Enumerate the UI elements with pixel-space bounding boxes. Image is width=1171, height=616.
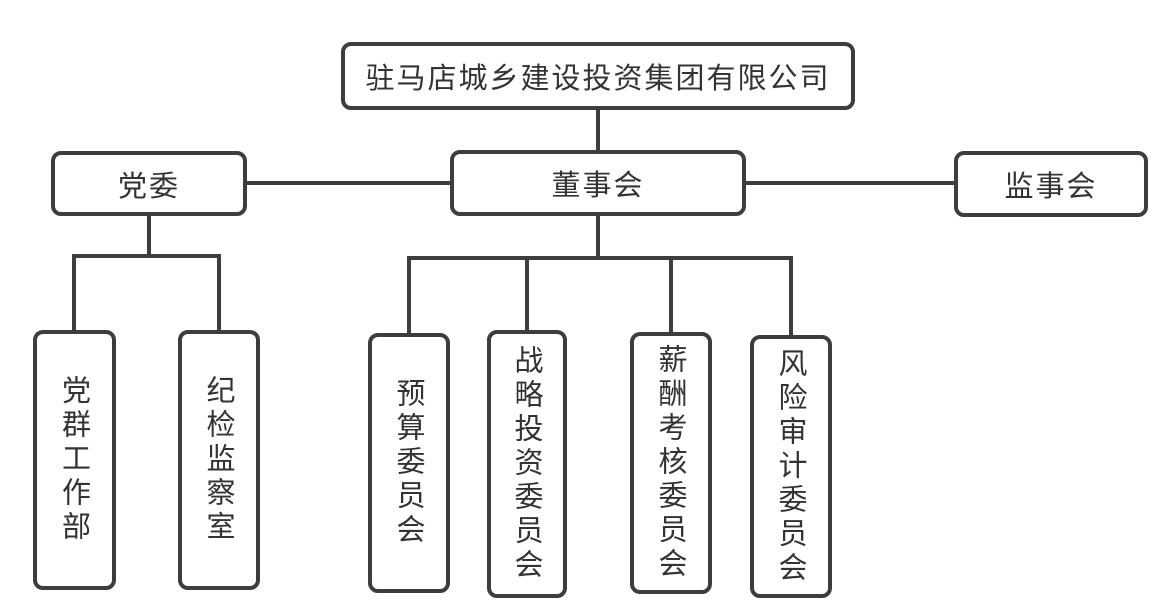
- node-risk-audit-committee-label: 风险审计委员会: [774, 347, 808, 586]
- connector-party-hbar: [72, 254, 221, 258]
- node-strategic-investment-committee: 战略投资委员会: [487, 330, 567, 598]
- node-strategic-investment-committee-label: 战略投资委员会: [510, 345, 544, 583]
- connector-drop-strategic-committee: [525, 256, 529, 331]
- connector-party-to-board: [247, 181, 451, 185]
- connector-drop-discipline-office: [217, 254, 221, 331]
- node-compensation-assessment-committee-label: 薪酬考核委员会: [654, 344, 688, 582]
- node-company-root: 驻马店城乡建设投资集团有限公司: [341, 42, 855, 110]
- node-party-mass-dept-label: 党群工作部: [57, 375, 92, 545]
- node-party-committee: 党委: [51, 151, 247, 216]
- connector-party-trunk: [147, 215, 151, 256]
- node-supervisory-board-label: 监事会: [1004, 169, 1098, 203]
- connector-board-trunk: [596, 215, 600, 258]
- node-party-committee-label: 党委: [117, 168, 180, 203]
- node-board-of-directors-label: 董事会: [551, 168, 645, 202]
- node-budget-committee-label: 预算委员会: [392, 378, 426, 548]
- node-supervisory-board: 监事会: [954, 151, 1148, 217]
- node-company-root-label: 驻马店城乡建设投资集团有限公司: [365, 61, 831, 95]
- connector-drop-risk-committee: [789, 256, 793, 336]
- node-board-of-directors: 董事会: [450, 150, 746, 216]
- connector-drop-party-mass-dept: [72, 254, 76, 331]
- connector-drop-budget-committee: [407, 256, 411, 333]
- node-party-mass-dept: 党群工作部: [33, 330, 116, 590]
- connector-drop-compensation-committee: [669, 256, 673, 333]
- connector-board-hbar: [407, 256, 793, 260]
- node-discipline-office: 纪检监察室: [178, 330, 260, 590]
- node-budget-committee: 预算委员会: [368, 333, 450, 593]
- node-discipline-office-label: 纪检监察室: [202, 375, 236, 545]
- node-compensation-assessment-committee: 薪酬考核委员会: [630, 332, 712, 594]
- connector-board-to-supervisory: [745, 181, 955, 185]
- node-risk-audit-committee: 风险审计委员会: [750, 335, 832, 598]
- connector-root-to-board: [596, 110, 600, 151]
